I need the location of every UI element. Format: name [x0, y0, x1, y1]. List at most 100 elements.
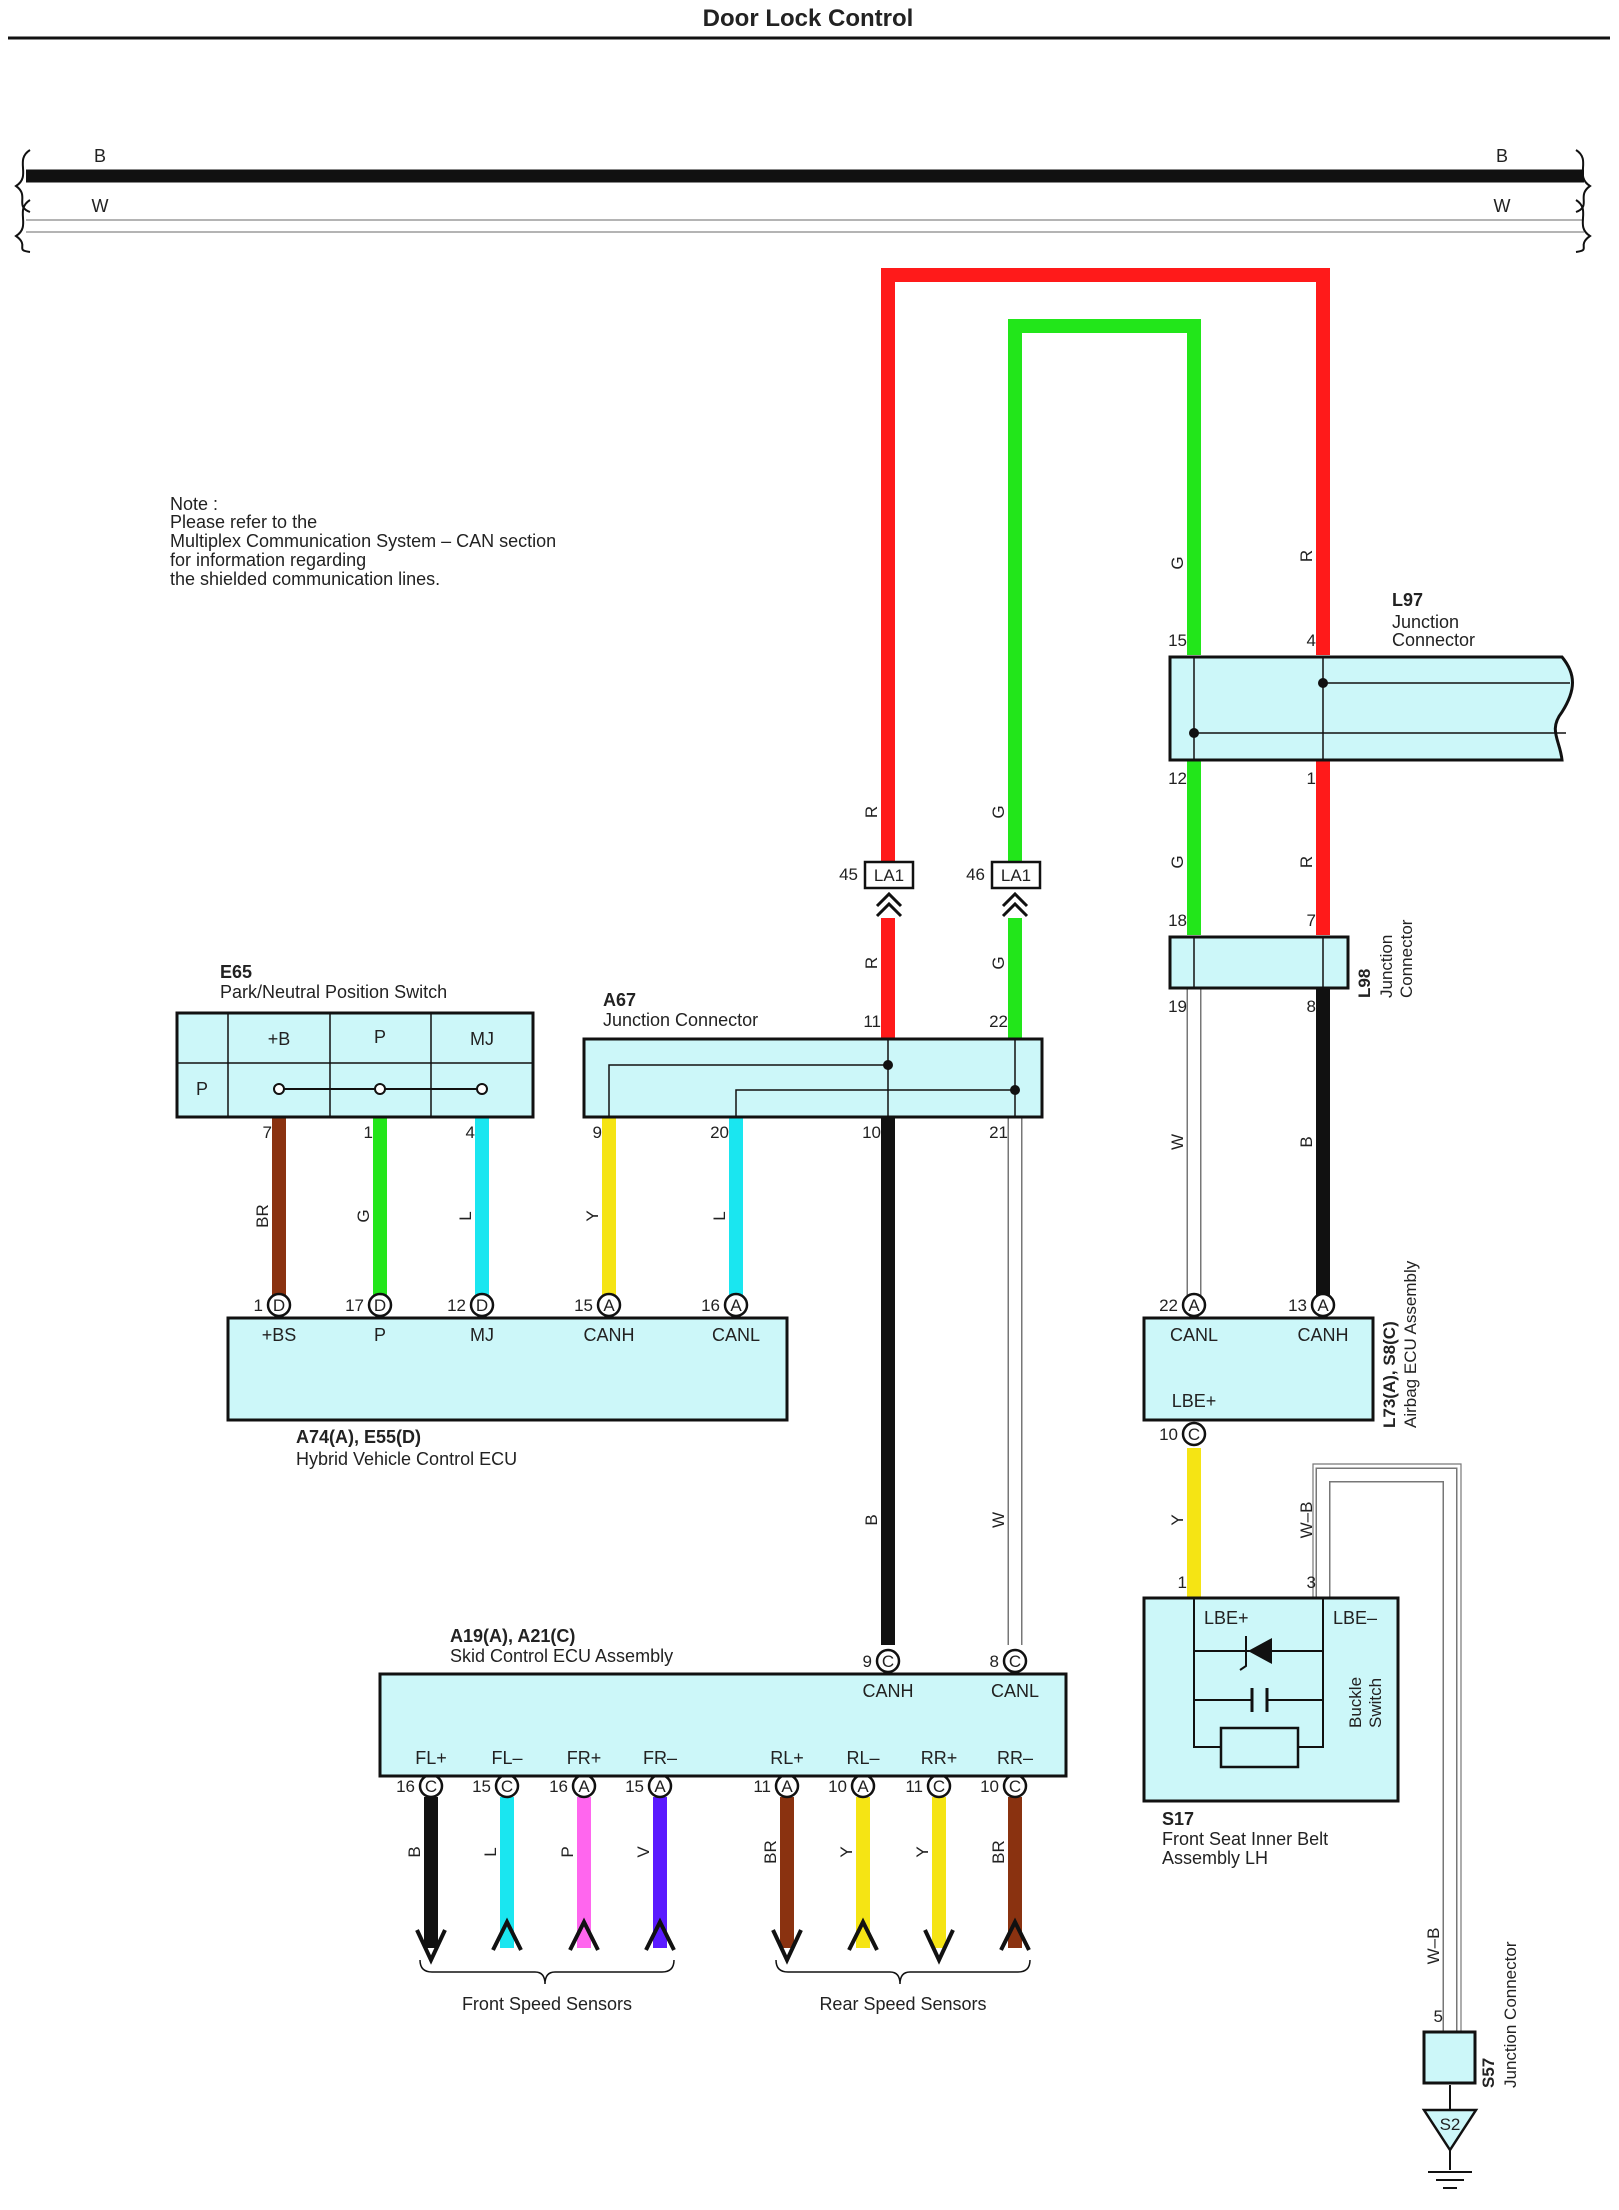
wire-label: R: [1297, 856, 1316, 868]
arrow-up-icon: [999, 1917, 1031, 1951]
a74-hybrid-vehicle-ecu: +BS P MJ CANH CANL A74(A), E55(D) Hybrid…: [226, 1316, 789, 1469]
e65-row-label: P: [196, 1079, 208, 1099]
pin-number: 16: [701, 1296, 720, 1315]
wire-label: L: [481, 1847, 500, 1856]
a19-skid-control-ecu: CANH CANL FL+ FL– FR+ FR– RL+ RL– RR+ RR…: [378, 1626, 1068, 1778]
conn-letter: D: [374, 1296, 386, 1315]
pin-marker: D: [367, 1292, 393, 1318]
a67-name: Junction Connector: [603, 1010, 758, 1030]
bus-label-b-right: B: [1496, 146, 1508, 166]
l98-name: Connector: [1397, 919, 1416, 998]
l73-id: L73(A), S8(C): [1380, 1321, 1399, 1428]
wire-label: W: [989, 1512, 1008, 1528]
conn-letter: A: [578, 1777, 590, 1796]
wire-label: L: [710, 1211, 729, 1220]
wire-label: W: [1168, 1134, 1187, 1150]
pin-number: 16: [396, 1777, 415, 1796]
pin-number: 8: [1307, 997, 1316, 1016]
a19-pin-label: FR–: [643, 1748, 677, 1768]
conn-letter: A: [1188, 1296, 1200, 1315]
pin-number: 7: [1307, 911, 1316, 930]
l73-airbag-ecu: CANL CANH LBE+ L73(A), S8(C) Airbag ECU …: [1142, 1260, 1420, 1428]
arrow-up-icon: [491, 1917, 523, 1951]
a67-junction-connector: A67 Junction Connector: [582, 990, 1044, 1119]
a74-pin-label: CANL: [712, 1325, 760, 1345]
conn-letter: A: [857, 1777, 869, 1796]
la1-connector-46: LA1: [990, 860, 1042, 918]
pin-number: 12: [1168, 769, 1187, 788]
e65-col-label: P: [374, 1027, 386, 1047]
wire-label: W–B: [1424, 1928, 1443, 1965]
pin-number: 1: [1307, 769, 1316, 788]
pin-number: 10: [862, 1123, 881, 1142]
arrow-up-icon: [644, 1917, 676, 1951]
wire-label: Y: [583, 1210, 602, 1221]
conn-letter: C: [501, 1777, 513, 1796]
pin-number: 13: [1288, 1296, 1307, 1315]
conn-letter: A: [654, 1777, 666, 1796]
pin-marker: A: [1181, 1292, 1207, 1318]
l73-pin-label: CANH: [1297, 1325, 1348, 1345]
rear-sensors-label: Rear Speed Sensors: [819, 1994, 986, 2014]
bus-label-w-left: W: [92, 196, 109, 216]
pin-number: 19: [1168, 997, 1187, 1016]
arrow-down-icon: [771, 1929, 803, 1965]
pin-marker: D: [469, 1292, 495, 1318]
wire-label: B: [862, 1514, 881, 1525]
sensor-group-front: Front Speed Sensors: [419, 1959, 675, 2014]
conn-letter: C: [882, 1652, 894, 1671]
pin-number: 22: [989, 1012, 1008, 1031]
wire-label: G: [989, 956, 1008, 969]
pin-number: 9: [593, 1123, 602, 1142]
a19-pin-label: FL+: [415, 1748, 447, 1768]
pin-marker: C: [1002, 1648, 1028, 1674]
s17-front-seat-inner-belt: LBE+ LBE– Buckle Switch S17 Front Seat I…: [1142, 1596, 1400, 1868]
pin-number: 15: [1168, 631, 1187, 650]
conn-letter: C: [1188, 1425, 1200, 1444]
l73-pin-label: LBE+: [1172, 1391, 1217, 1411]
conn-letter: A: [603, 1296, 615, 1315]
wire-label: B: [1297, 1136, 1316, 1147]
pin-number: 1: [254, 1296, 263, 1315]
a19-pin-label: RL+: [770, 1748, 804, 1768]
pin-number: 15: [625, 1777, 644, 1796]
pin-marker: A: [1310, 1292, 1336, 1318]
wire-label: W–B: [1297, 1502, 1316, 1539]
pin-marker: C: [1181, 1421, 1207, 1447]
conn-letter: A: [1317, 1296, 1329, 1315]
arrow-up-icon: [568, 1917, 600, 1951]
conn-letter: D: [273, 1296, 285, 1315]
l97-junction-connector: L97 Junction Connector: [1168, 590, 1574, 762]
ground-label: S2: [1440, 2115, 1461, 2134]
a19-pin-label: CANL: [991, 1681, 1039, 1701]
s17-name: Front Seat Inner Belt: [1162, 1829, 1328, 1849]
pin-number: 8: [990, 1652, 999, 1671]
pin-number: 22: [1159, 1296, 1178, 1315]
pin-number: 5: [1434, 2007, 1443, 2026]
front-sensors-label: Front Speed Sensors: [462, 1994, 632, 2014]
wire-label: Y: [1168, 1514, 1187, 1525]
pin-number: 15: [574, 1296, 593, 1315]
sensor-group-rear: Rear Speed Sensors: [775, 1959, 1031, 2014]
pin-number: 3: [1307, 1573, 1316, 1592]
pin-number: 11: [863, 1012, 881, 1031]
wire-label: R: [862, 957, 881, 969]
pin-markers: D D D A A A A C C C 15 4 12 1 18 7 19 8 …: [254, 631, 1443, 2026]
s17-id: S17: [1162, 1809, 1194, 1829]
wire-r-loop: [881, 268, 1330, 862]
s17-name: Assembly LH: [1162, 1848, 1268, 1868]
pin-number: 4: [466, 1123, 475, 1142]
pin-number: 9: [863, 1652, 872, 1671]
la1-label: LA1: [1001, 866, 1031, 885]
a74-name: Hybrid Vehicle Control ECU: [296, 1449, 517, 1469]
s17-pin-label: LBE–: [1333, 1608, 1377, 1628]
pin-marker: A: [723, 1292, 749, 1318]
wire-g-loop: [1008, 319, 1201, 862]
a74-pin-label: +BS: [262, 1325, 297, 1345]
s17-pin-label: LBE+: [1204, 1608, 1249, 1628]
